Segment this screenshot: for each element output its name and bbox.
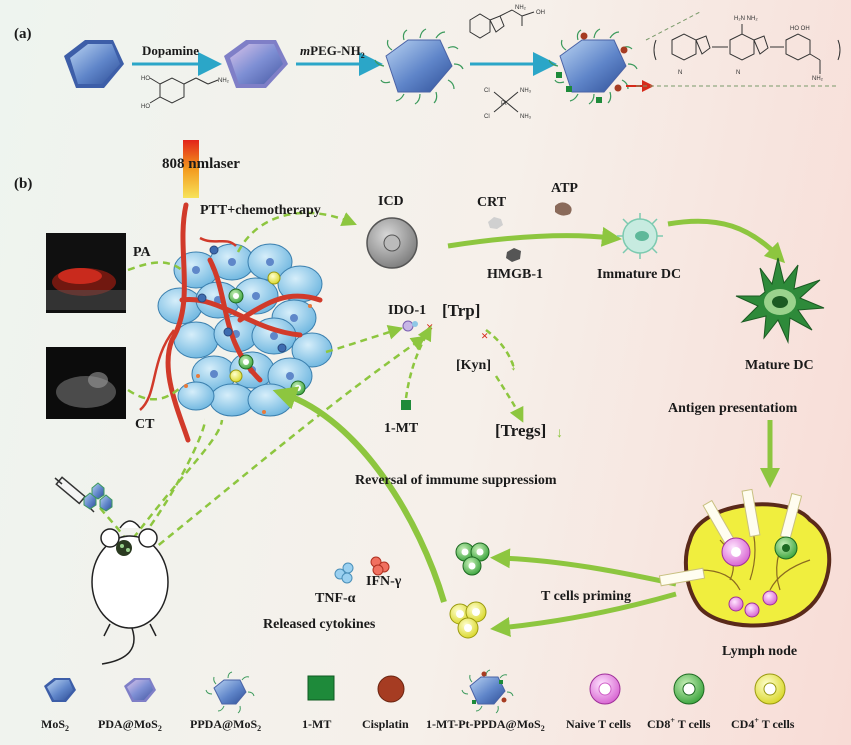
- crt-icon: [488, 217, 503, 229]
- immature-dc-icon: [617, 213, 663, 259]
- tnf-label: TNF-α: [315, 591, 356, 606]
- legend-pda-icon: [124, 678, 156, 702]
- lymph-node-label: Lymph node: [722, 644, 797, 659]
- pda-mos2-icon: [224, 40, 288, 88]
- kyn-label: [Kyn]: [456, 358, 491, 373]
- svg-text:N: N: [736, 70, 740, 76]
- reversal-arrow: [272, 386, 447, 603]
- legend-ppda-icon: [205, 671, 255, 714]
- panel-b: (b) 808 nmlaser PA CT: [14, 140, 832, 665]
- hmgb-label: HMGB-1: [487, 267, 543, 282]
- ido-block-icon: ×: [426, 319, 433, 334]
- kyn-down-arrow-icon: ↓: [510, 359, 517, 374]
- svg-text:NH₂: NH₂: [812, 76, 824, 82]
- ido-enzyme-icon: [402, 320, 418, 332]
- svg-text:OH: OH: [536, 10, 545, 16]
- legend-ppda-label: PPDA@MoS2: [190, 717, 261, 733]
- legend-cd4-t-cell-icon: [754, 673, 786, 705]
- cd4-cluster-icon: [449, 601, 487, 639]
- tregs-down-arrow-icon: ↓: [556, 426, 563, 441]
- injected-nanoparticles-icon: [83, 482, 113, 512]
- priming-cd4-arrow: [490, 591, 677, 637]
- trp-label: [Trp]: [442, 301, 480, 320]
- svg-text:H₂N NH₂: H₂N NH₂: [734, 16, 758, 22]
- icd-to-dc-arrow: [447, 226, 622, 249]
- legend-cd8-t-cell-icon: [673, 673, 705, 705]
- ppda-mos2-icon: [374, 28, 464, 105]
- panel-b-label: (b): [14, 176, 32, 192]
- pda-polymer-structure-icon: [653, 24, 841, 74]
- antigen-label: Antigen presentatiom: [668, 401, 798, 416]
- cd8-cluster-icon: [455, 542, 490, 576]
- mouse-icon: [91, 520, 169, 665]
- trp-block-icon: ×: [481, 328, 488, 343]
- ct-label: CT: [135, 417, 155, 432]
- svg-text:NH₂: NH₂: [218, 78, 230, 84]
- legend-naive-label: Naive T cells: [566, 717, 631, 731]
- legend-cisplatin-label: Cisplatin: [362, 717, 409, 731]
- icd-label: ICD: [378, 194, 404, 209]
- mature-dc-icon: [735, 257, 825, 344]
- pa-label: PA: [133, 245, 152, 260]
- svg-text:NH₂: NH₂: [515, 5, 527, 11]
- legend-mos2-icon: [44, 678, 76, 702]
- crt-label: CRT: [477, 195, 507, 210]
- panel-a: (a) Dopamine HO HO NH₂ mPEG-NH2: [14, 5, 841, 120]
- legend-cd4-label: CD4+ T cells: [731, 716, 795, 731]
- legend-naive-t-cell-icon: [589, 673, 621, 705]
- panel-a-label: (a): [14, 26, 32, 42]
- 1-mt-label: 1-MT: [384, 421, 419, 436]
- svg-text:Cl: Cl: [484, 114, 490, 120]
- mos2-nanosheet-icon: [64, 40, 124, 88]
- svg-text:NH₃: NH₃: [520, 88, 532, 94]
- ct-image: [46, 347, 126, 419]
- lymph-node-icon: [658, 488, 832, 628]
- cytokines-label: Released cytokines: [263, 617, 376, 632]
- tumor-tissue: [139, 202, 333, 443]
- priming-label: T cells priming: [541, 589, 631, 604]
- ptt-label: PTT+chemotherapy: [200, 203, 321, 218]
- tregs-label: [Tregs]: [495, 421, 546, 440]
- tnf-icon: [334, 562, 354, 584]
- dopamine-label: Dopamine: [142, 43, 199, 58]
- svg-text:Cl: Cl: [484, 88, 490, 94]
- legend-loaded-label: 1-MT-Pt-PPDA@MoS2: [426, 717, 545, 733]
- mpeg-label: mPEG-NH2: [300, 43, 365, 60]
- svg-text:HO OH: HO OH: [790, 26, 810, 32]
- legend-loaded-nanoparticle-icon: [461, 669, 514, 714]
- 1-mt-icon: [401, 400, 411, 410]
- atp-icon: [555, 202, 572, 216]
- pa-image: [46, 233, 126, 313]
- legend-1-mt-icon: [307, 675, 335, 701]
- svg-text:Pt: Pt: [501, 101, 507, 107]
- ido-label: IDO-1: [388, 303, 426, 318]
- dc-maturation-arrow: [667, 218, 786, 264]
- legend-cisplatin-icon: [377, 675, 405, 703]
- reversal-label: Reversal of immume suppressiom: [355, 473, 557, 488]
- svg-text:HO: HO: [141, 104, 150, 110]
- svg-text:NH₃: NH₃: [520, 114, 532, 120]
- 1-mt-structure-icon: [469, 9, 535, 39]
- dopamine-structure-icon: [149, 77, 219, 104]
- immature-dc-label: Immature DC: [597, 267, 681, 282]
- atp-label: ATP: [551, 181, 578, 196]
- ifn-label: IFN-γ: [366, 574, 402, 589]
- priming-cd8-arrow: [490, 548, 677, 587]
- hmgb-icon: [506, 248, 521, 262]
- cisplatin-structure-icon: [493, 91, 519, 113]
- legend-cd8-label: CD8+ T cells: [647, 716, 711, 731]
- laser-label: 808 nmlaser: [162, 156, 240, 172]
- loaded-nanoparticle-icon: [548, 28, 638, 105]
- mature-dc-label: Mature DC: [745, 358, 814, 373]
- legend: MoS2 PDA@MoS2 PPDA@MoS2 1-MT Cisplatin: [41, 669, 795, 733]
- laser-beam-icon: [183, 140, 199, 198]
- legend-mos2-label: MoS2: [41, 717, 69, 733]
- ifn-icon: [370, 556, 390, 576]
- icd-cell-icon: [366, 217, 418, 269]
- svg-text:N: N: [678, 70, 682, 76]
- legend-1-mt-label: 1-MT: [302, 717, 331, 731]
- svg-text:HO: HO: [141, 76, 150, 82]
- legend-pda-label: PDA@MoS2: [98, 717, 162, 733]
